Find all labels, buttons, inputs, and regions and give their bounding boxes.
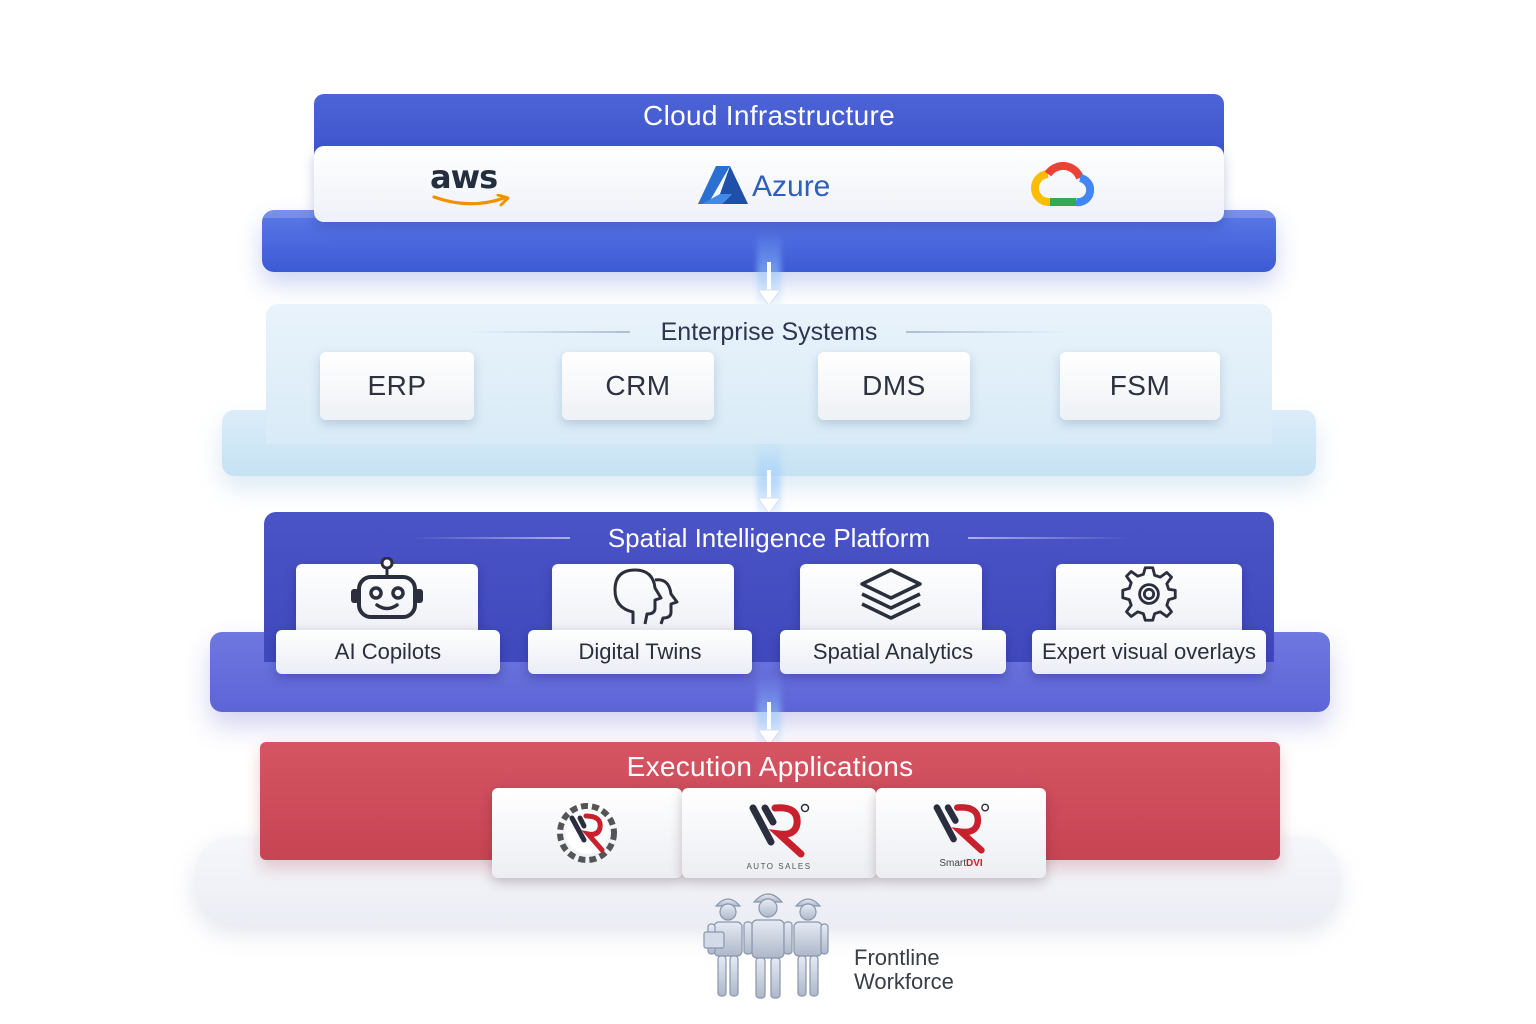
google-cloud-logo-icon (1030, 162, 1094, 207)
auto-sales-logo-icon (749, 803, 810, 858)
module-icon-card (1056, 564, 1242, 636)
gear-icon (1121, 566, 1177, 622)
cloud-layer-title: Cloud Infrastructure (643, 100, 895, 131)
down-arrow-icon (757, 262, 781, 307)
system-card-dms: DMS (818, 352, 970, 420)
title-divider (410, 537, 570, 539)
smart-dvi-prefix: Smart (939, 858, 966, 869)
workforce-people-icon (703, 893, 829, 999)
module-label-ai-copilots: AI Copilots (276, 630, 500, 674)
module-icon-card (800, 564, 982, 636)
robot-icon (351, 557, 423, 619)
layers-icon (860, 568, 922, 620)
module-label-digital-twins: Digital Twins (528, 630, 752, 674)
auto-service-logo-icon (557, 803, 617, 863)
down-arrow-icon (757, 702, 781, 747)
app-card-smart-dvi: SmartDVI (876, 788, 1046, 878)
smart-dvi-suffix: DVI (966, 858, 983, 869)
azure-wordmark: Azure (752, 170, 831, 203)
aws-wordmark: aws (430, 158, 498, 196)
workforce-label-line1: Frontline (854, 945, 940, 970)
app-card-auto-sales: AUTO SALES (682, 788, 876, 878)
spatial-layer-title: Spatial Intelligence Platform (607, 523, 931, 553)
smart-dvi-logo-icon (933, 803, 990, 854)
module-icon-card (296, 557, 478, 636)
heads-icon (613, 568, 679, 625)
system-card-crm: CRM (562, 352, 714, 420)
smart-dvi-caption: SmartDVI (876, 858, 1046, 869)
module-label-spatial-analytics: Spatial Analytics (780, 630, 1006, 674)
enterprise-layer-title: Enterprise Systems (660, 318, 878, 346)
aws-logo: aws (430, 158, 520, 214)
aws-smile-icon (432, 194, 510, 207)
cloud-providers-panel (314, 146, 1224, 222)
system-card-erp: ERP (320, 352, 474, 420)
app-card-auto-service (492, 788, 682, 878)
system-card-fsm: FSM (1060, 352, 1220, 420)
auto-sales-caption: AUTO SALES (746, 862, 812, 871)
down-arrow-icon (757, 470, 781, 515)
workforce-label-line2: Workforce (854, 969, 954, 994)
module-icon-card (552, 564, 734, 636)
title-divider (906, 331, 1066, 333)
azure-logo-icon (698, 166, 748, 204)
title-divider (968, 537, 1128, 539)
module-label-expert-visual-overlays: Expert visual overlays (1032, 630, 1266, 674)
workforce-label: Frontline Workforce (854, 946, 954, 994)
execution-layer-title: Execution Applications (626, 751, 914, 782)
title-divider (470, 331, 630, 333)
